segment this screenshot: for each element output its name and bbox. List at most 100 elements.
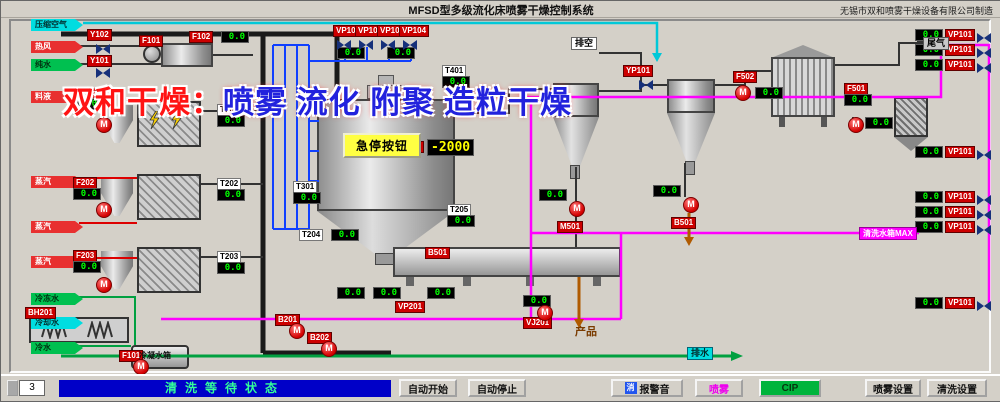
bed-leg: [526, 277, 534, 286]
valve-icon[interactable]: [639, 77, 653, 90]
lightning-icon: [149, 110, 160, 136]
valve-icon[interactable]: [381, 37, 395, 50]
valve-icon[interactable]: [977, 207, 991, 220]
page-title: MFSD型多级流化床喷雾干燥控制系统: [408, 5, 594, 17]
label-paikong: 排空: [571, 37, 598, 50]
label-cipbox: 清洗水箱MAX: [859, 227, 917, 240]
display-t202: 0.0: [217, 189, 245, 201]
cyclone-1-outlet: [570, 165, 580, 179]
cyclone-2-outlet: [685, 161, 695, 175]
pump-icon[interactable]: M: [683, 197, 699, 213]
display-rc6: 0.0: [915, 206, 943, 218]
tag-rc2: VP101: [945, 44, 976, 56]
emergency-stop-button[interactable]: 急停按钮: [343, 133, 421, 158]
spray-button[interactable]: 喷雾: [695, 379, 743, 397]
tag-f502: F502: [733, 71, 758, 83]
button-label: 报警音: [639, 384, 670, 396]
inlet-arrow-2: 纯水: [31, 59, 83, 71]
pump-icon[interactable]: M: [321, 341, 337, 357]
display-t301: 0.0: [293, 192, 321, 204]
label-vp104t: VP104: [399, 25, 430, 37]
label-yp101: YP101: [623, 65, 654, 77]
label-product: 产品: [575, 326, 597, 338]
tag-rc6: VP101: [945, 206, 976, 218]
valve-icon[interactable]: [977, 45, 991, 58]
pump-icon[interactable]: M: [96, 202, 112, 218]
electric-heater-3: [137, 247, 201, 293]
page-indicator[interactable]: 3: [19, 380, 45, 396]
tag-b501: B501: [671, 217, 697, 229]
inlet-arrow-5: 蒸汽: [31, 221, 83, 233]
display-t401: 0.0: [442, 76, 470, 88]
tag-rc8: VP101: [945, 297, 976, 309]
display-dfb2: 0.0: [373, 287, 401, 299]
heat-exchanger-silo: [894, 97, 928, 137]
tag-f102: F102: [189, 31, 214, 43]
valve-icon[interactable]: [977, 222, 991, 235]
display-t205: 0.0: [447, 215, 475, 227]
title-bar: MFSD型多级流化床喷雾干燥控制系统 无锡市双和喷雾干燥设备有限公司制造: [1, 1, 1000, 18]
pump-icon[interactable]: M: [96, 277, 112, 293]
label-weiqi: 尾气: [923, 37, 950, 50]
mute-alarm-button[interactable]: 消报警音: [611, 379, 683, 397]
label-bh201: BH201: [25, 307, 56, 319]
pump-icon[interactable]: M: [96, 117, 112, 133]
bed-leg: [593, 277, 601, 286]
display-rc8: 0.0: [915, 297, 943, 309]
electric-heater-2: [137, 174, 201, 220]
label-drain: 排水: [687, 347, 714, 360]
pump-icon[interactable]: M: [133, 359, 149, 375]
coil-icon: [87, 319, 113, 344]
cip-button[interactable]: CIP: [759, 379, 821, 397]
label-y102: Y102: [87, 29, 112, 41]
spray-settings-button[interactable]: 喷雾设置: [865, 379, 921, 397]
inlet-arrow-0: 压缩空气: [31, 19, 83, 31]
display-rc5: 0.0: [915, 191, 943, 203]
tag-rc7: VP101: [945, 221, 976, 233]
label-f101: F101: [139, 35, 164, 47]
display-f501: 0.0: [844, 94, 872, 106]
valve-icon[interactable]: [96, 65, 110, 78]
tag-t204: T204: [299, 229, 324, 241]
mute-icon: 消: [624, 382, 637, 394]
pump-icon[interactable]: M: [848, 117, 864, 133]
pump-icon[interactable]: M: [569, 201, 585, 217]
pump-icon[interactable]: M: [537, 305, 553, 321]
manufacturer-label: 无锡市双和喷雾干燥设备有限公司制造: [839, 6, 993, 16]
inlet-arrow-9: 冷水: [31, 342, 83, 354]
display-f203: 0.0: [73, 261, 101, 273]
chamber-top-mixer: [367, 85, 405, 99]
fan-f101: [143, 45, 161, 63]
page-stepper[interactable]: [7, 380, 18, 396]
auto-start-button[interactable]: 自动开始: [399, 379, 457, 397]
auto-stop-button[interactable]: 自动停止: [468, 379, 526, 397]
label-vp201: VP201: [395, 301, 426, 313]
valve-icon[interactable]: [359, 37, 373, 50]
air-heater-f102: [161, 43, 213, 67]
display-rc3: 0.0: [915, 59, 943, 71]
clean-settings-button[interactable]: 清洗设置: [927, 379, 987, 397]
electric-heater-1: [137, 101, 201, 147]
valve-icon[interactable]: [977, 147, 991, 160]
display-dfb3: 0.0: [427, 287, 455, 299]
pump-icon[interactable]: M: [735, 85, 751, 101]
pump-icon[interactable]: M: [289, 323, 305, 339]
label-b501c: B501: [425, 247, 451, 259]
filter-leg: [821, 117, 827, 127]
display-f201: 0.0: [73, 98, 101, 110]
valve-icon[interactable]: [96, 41, 110, 54]
tag-rc4: VP101: [945, 146, 976, 158]
valve-icon[interactable]: [977, 60, 991, 73]
tag-rc5: VP101: [945, 191, 976, 203]
valve-icon[interactable]: [977, 192, 991, 205]
valve-icon[interactable]: [977, 298, 991, 311]
valve-icon[interactable]: [337, 37, 351, 50]
valve-icon[interactable]: [403, 37, 417, 50]
display-b501: 0.0: [653, 185, 681, 197]
inlet-arrow-7: 冷冻水: [31, 293, 83, 305]
valve-icon[interactable]: [977, 30, 991, 43]
display-f202: 0.0: [73, 188, 101, 200]
